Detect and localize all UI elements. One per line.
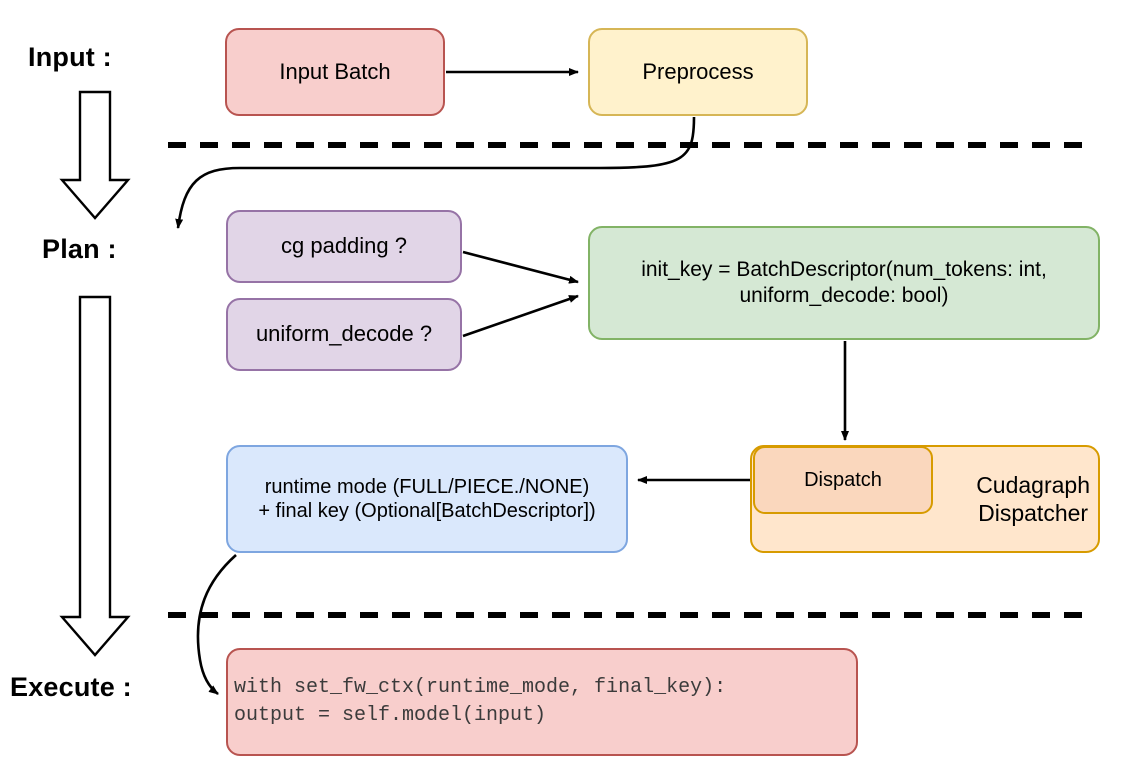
node-dispatch[interactable]: Dispatch (753, 446, 933, 514)
node-init-key[interactable]: init_key = BatchDescriptor(num_tokens: i… (588, 226, 1100, 340)
node-preprocess-label: Preprocess (642, 58, 754, 84)
node-input-batch[interactable]: Input Batch (225, 28, 445, 116)
node-init-key-label: init_key = BatchDescriptor(num_tokens: i… (641, 258, 1047, 307)
stage-arrow-input-to-plan-icon (59, 90, 131, 220)
node-cg-padding[interactable]: cg padding ? (226, 210, 462, 283)
stage-label-input: Input : (28, 42, 112, 72)
node-dispatch-label: Dispatch (804, 468, 882, 491)
stage-label-execute: Execute : (10, 672, 132, 702)
node-runtime-mode-label: runtime mode (FULL/PIECE./NONE) + final … (258, 475, 596, 522)
node-uniform-decode-label: uniform_decode ? (255, 321, 433, 347)
node-code-block-label: with set_fw_ctx(runtime_mode, final_key)… (234, 676, 727, 727)
node-cg-padding-label: cg padding ? (281, 233, 407, 259)
node-preprocess[interactable]: Preprocess (588, 28, 808, 116)
node-uniform-decode[interactable]: uniform_decode ? (226, 298, 462, 371)
stage-label-plan: Plan : (42, 234, 117, 264)
node-runtime-mode[interactable]: runtime mode (FULL/PIECE./NONE) + final … (226, 445, 628, 553)
node-code-block[interactable]: with set_fw_ctx(runtime_mode, final_key)… (226, 648, 858, 756)
stage-arrow-plan-to-execute-icon (59, 295, 131, 657)
node-input-batch-label: Input Batch (279, 58, 391, 84)
edge-uniform-decode-to-init-key (462, 294, 579, 338)
edge-cg-padding-to-init-key (462, 250, 579, 284)
node-cudagraph-dispatcher-label: Cudagraph Dispatcher (976, 471, 1090, 526)
